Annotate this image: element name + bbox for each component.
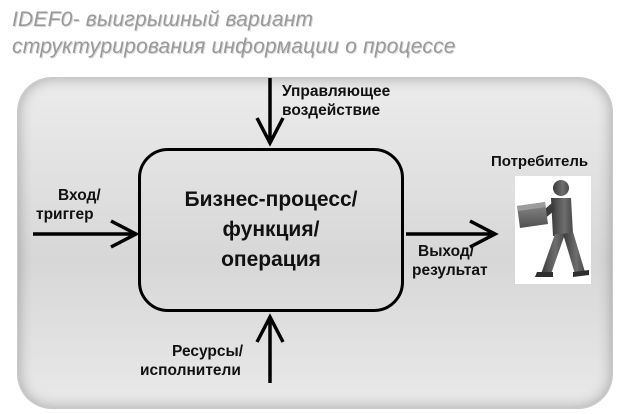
- consumer-figure: [515, 176, 591, 284]
- mechanism-label-line-2: исполнители: [140, 362, 241, 379]
- output-label-line-2: результат: [412, 262, 488, 279]
- process-box: Бизнес-процесс/ функция/ операция: [138, 148, 404, 312]
- process-line-1: Бизнес-процесс/: [184, 188, 358, 211]
- control-arrow: [255, 78, 285, 147]
- output-label: Выход/ результат: [412, 242, 488, 280]
- person-carrying-box-icon: [517, 180, 589, 277]
- title-line-1: IDEF0- выигрышный вариант: [12, 8, 314, 31]
- slide-title: IDEF0- выигрышный вариант структурирован…: [12, 6, 612, 60]
- process-line-2: функция/: [222, 218, 320, 241]
- input-label: Вход/ триггер: [36, 186, 101, 224]
- input-arrow: [33, 219, 140, 249]
- consumer-label: Потребитель: [491, 153, 589, 170]
- input-label-line-1: Вход/: [58, 187, 101, 204]
- mechanism-arrow: [255, 313, 285, 383]
- title-line-2: структурирования информации о процессе: [12, 35, 456, 58]
- control-label-line-2: воздействие: [282, 102, 381, 119]
- mechanism-label: Ресурсы/ исполнители: [140, 342, 243, 380]
- control-label-line-1: Управляющее: [282, 83, 391, 100]
- control-label: Управляющее воздействие: [282, 82, 390, 120]
- output-arrow: [406, 219, 499, 249]
- output-label-line-1: Выход/: [418, 243, 475, 260]
- process-line-3: операция: [221, 248, 321, 271]
- mechanism-label-line-1: Ресурсы/: [172, 343, 244, 360]
- input-label-line-2: триггер: [36, 206, 94, 223]
